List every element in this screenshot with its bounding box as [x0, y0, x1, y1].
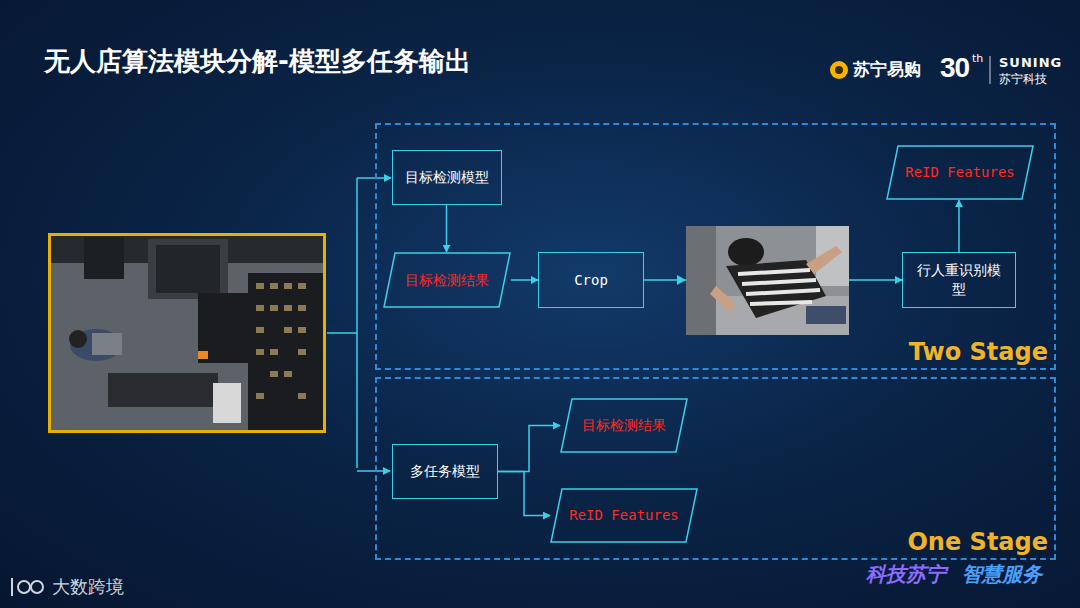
stage-region: One Stage 多任务模型 目标检测结果 ReID Features — [375, 377, 1056, 560]
flow-arrow — [446, 205, 448, 252]
data-parallelogram: ReID Features — [550, 488, 698, 543]
slogan: 科技苏宁 — [866, 561, 946, 588]
anniversary-number: 30 — [940, 52, 969, 84]
input-wire — [327, 178, 391, 471]
process-box: 行人重识别模型 — [902, 252, 1016, 308]
divider — [990, 56, 991, 84]
box-text: Crop — [566, 269, 616, 292]
box-text: 目标检测结果 — [574, 414, 674, 437]
data-parallelogram: 目标检测结果 — [560, 398, 688, 453]
data-parallelogram: ReID Features — [886, 145, 1034, 200]
parallelogram-shape — [551, 489, 697, 542]
watermark: 大数跨境 — [52, 575, 124, 599]
brand-subname: 苏宁科技 — [999, 71, 1047, 88]
box-text: ReID Features — [561, 504, 687, 527]
footer-icon — [12, 578, 43, 596]
data-parallelogram: 目标检测结果 — [383, 252, 511, 308]
flow-arrow — [958, 200, 960, 252]
brand-name: 苏宁易购 — [853, 58, 921, 81]
brand-icon — [830, 61, 848, 79]
process-box: Crop — [538, 252, 644, 308]
stage-region: Two Stage 目标检测模型目标检测结果 Crop 行人重识别模型 ReID Fea… — [375, 123, 1056, 370]
anniversary-suffix: th — [972, 52, 983, 65]
flow-arrow — [498, 426, 560, 472]
box-text: 行人重识别模型 — [903, 259, 1015, 301]
brand-name-en: SUNING — [999, 55, 1062, 70]
slogan: 智慧服务 — [962, 561, 1042, 588]
parallelogram-shape — [561, 399, 687, 452]
slide-title: 无人店算法模块分解-模型多任务输出 — [44, 44, 471, 79]
flow-arrow — [498, 472, 550, 516]
flow-arrow — [511, 279, 538, 281]
process-box: 多任务模型 — [392, 444, 498, 499]
stage-label: Two Stage — [909, 338, 1048, 366]
store-photo — [48, 233, 326, 433]
parallelogram-shape — [887, 146, 1033, 199]
parallelogram-shape — [384, 253, 510, 307]
box-text: 多任务模型 — [402, 460, 488, 483]
arrow-head — [677, 275, 686, 285]
process-box: 目标检测模型 — [392, 150, 502, 205]
box-text: 目标检测模型 — [397, 166, 497, 189]
stage-label: One Stage — [907, 528, 1048, 556]
box-text: ReID Features — [897, 161, 1023, 184]
crop-photo — [686, 226, 849, 335]
box-text: 目标检测结果 — [397, 269, 497, 292]
